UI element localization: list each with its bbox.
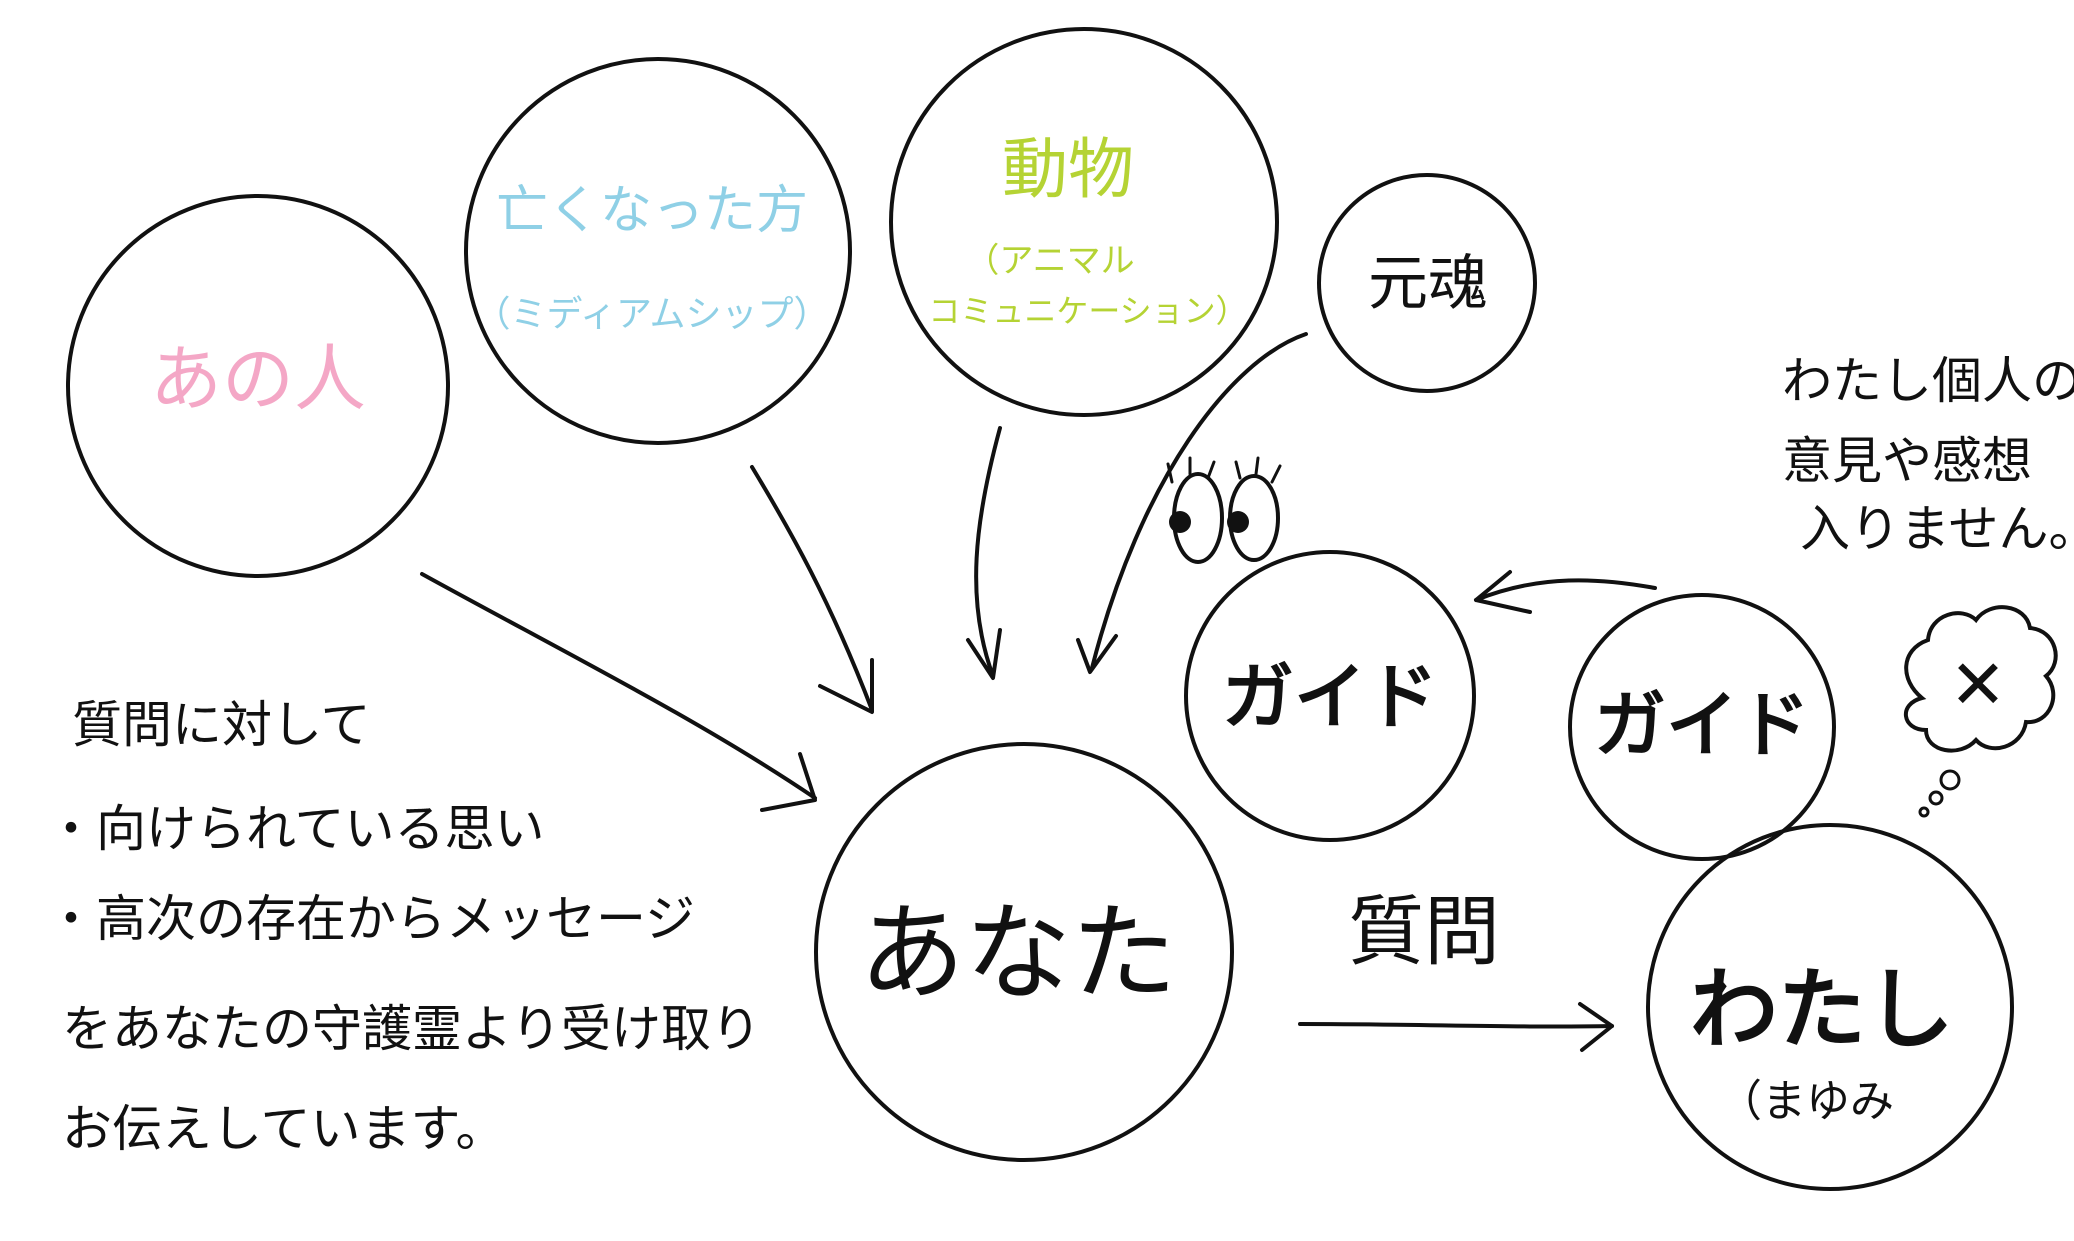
arrowhead-tamashii (1076, 634, 1118, 674)
right-note-line-2: 意見や感想 (1782, 432, 2032, 490)
circle-nakunatta (464, 57, 852, 445)
left-note-line-2: ・向けられている思い (46, 800, 545, 858)
left-note-line-5: お伝えしています。 (62, 1100, 506, 1158)
label-guide-right: ガイド (1594, 683, 1810, 767)
left-note: 質問に対して ・向けられている思い ・高次の存在からメッセージ をあなたの守護霊… (46, 696, 761, 1158)
arrow-doubutsu-to-anata (974, 426, 1002, 678)
left-note-line-4: をあなたの守護霊より受け取り (62, 1000, 761, 1058)
label-ano-hito: あの人 (150, 337, 366, 421)
label-nakunatta: 亡くなった方 (496, 181, 808, 241)
sublabel-watashi: （まゆみ (1718, 1076, 1894, 1127)
thought-cross-mark: ✕ (1950, 646, 2007, 725)
label-guide-left: ガイド (1222, 655, 1438, 739)
arrow-guide-right-to-guide-left (1474, 578, 1657, 602)
arrow-nakunatta-to-anata (750, 465, 874, 712)
left-note-line-1: 質問に対して (72, 696, 371, 754)
label-watashi: わたし (1690, 958, 1954, 1061)
left-note-line-3: ・高次の存在からメッセージ (46, 890, 695, 948)
right-note: わたし個人の 意見や感想 入りません。 (1782, 352, 2074, 558)
arrowhead-guide (1474, 570, 1532, 614)
label-anata: あなた (859, 892, 1177, 1015)
sublabel-nakunatta: （ミディアムシップ） (475, 294, 830, 335)
label-tamashii: 元魂 (1368, 249, 1488, 319)
arrowhead-question (1578, 1002, 1614, 1052)
arrowhead-doubutsu (966, 628, 1002, 680)
circle-tamashii (1317, 173, 1537, 393)
right-note-line-3: 入りません。 (1800, 500, 2074, 558)
sublabel-doubutsu-2: コミュニケーション） (928, 292, 1247, 330)
arrow-tamashii-to-anata (1090, 332, 1308, 670)
label-question: 質問 (1348, 887, 1500, 976)
arrow-anata-to-watashi (1298, 1022, 1614, 1029)
right-note-line-1: わたし個人の (1782, 352, 2074, 410)
eyes-icon (1166, 456, 1282, 564)
sublabel-doubutsu-1: （アニマル (965, 241, 1134, 281)
arrowhead-ano-hito (760, 752, 817, 812)
circle-guide-right (1568, 593, 1836, 861)
circle-ano-hito (66, 194, 450, 578)
thought-bubble-icon: ✕ (1903, 605, 2058, 818)
label-doubutsu: 動物 (1002, 131, 1134, 208)
circle-guide-left (1184, 550, 1476, 842)
circle-doubutsu (889, 27, 1279, 417)
circle-anata (814, 742, 1234, 1162)
circle-watashi (1646, 823, 2014, 1191)
arrow-ano-hito-to-anata (420, 572, 817, 800)
arrowhead-nakunatta (818, 658, 874, 714)
